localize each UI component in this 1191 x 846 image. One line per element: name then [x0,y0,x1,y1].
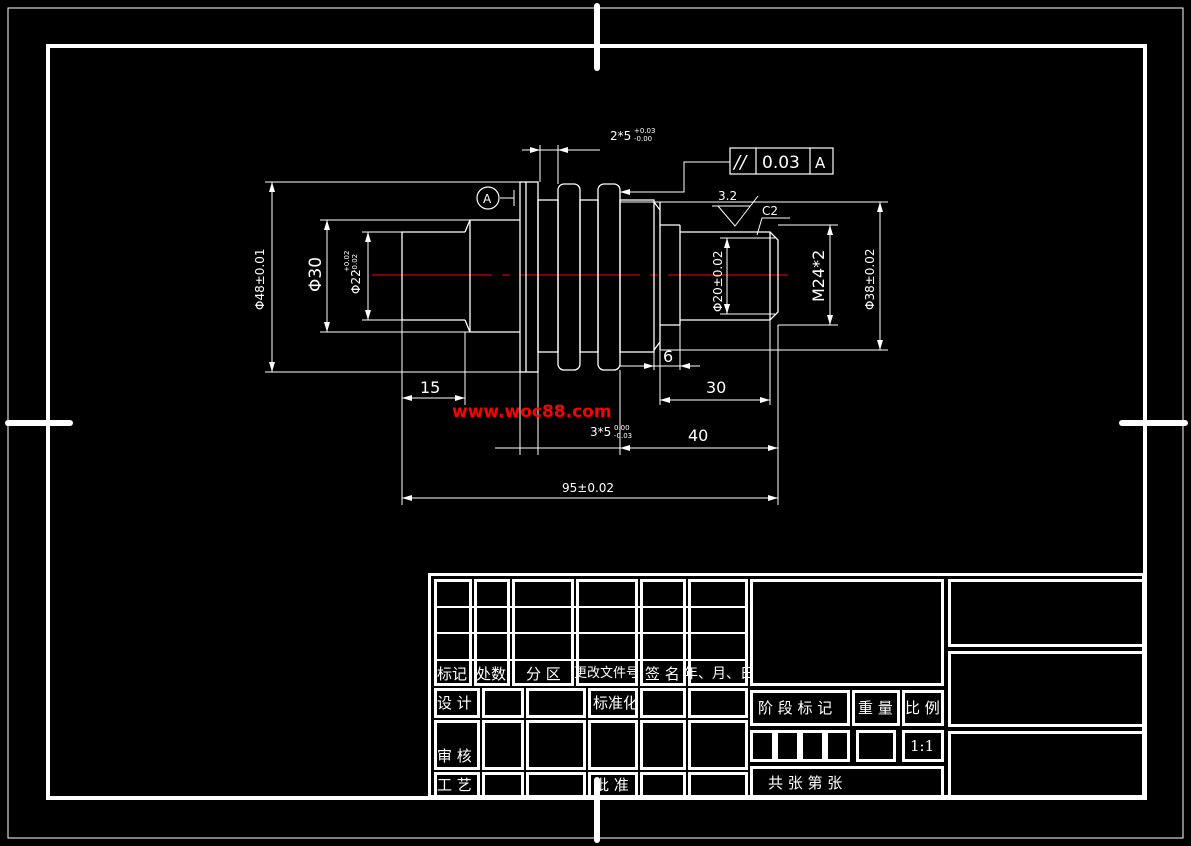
sign-cell [526,688,586,718]
sign-cell [434,720,480,770]
sign-cell [588,720,638,770]
label-date: 年、月、日 [684,666,754,682]
label-process: 工 艺 [437,776,472,794]
ratio-cell [902,690,944,726]
fcf-value: 0.03 [762,153,800,173]
dim-top-tol-up: +0.03 [634,127,655,135]
datum-circle [476,186,500,210]
label-weight: 重 量 [858,699,893,717]
sign-cell [482,772,524,798]
dim-len6: 6 [663,347,673,366]
fcf-symbol: // [732,152,748,173]
label-stage: 阶 段 标 记 [758,699,833,717]
sign-cell [688,772,748,798]
stage-cell [750,690,850,726]
stage-box [800,730,825,762]
sheets-cell [750,766,944,798]
company-cell [948,579,1145,647]
sign-cell [526,772,586,798]
fcf-ref: A [815,154,826,172]
feature-control-frame [729,147,834,175]
label-docno: 更改文件号 [574,666,640,681]
dim-d30: Φ30 [306,257,326,292]
sign-cell [482,688,524,718]
dim-d22: Φ22 [349,269,363,294]
watermark: www.woc88.com [452,402,612,422]
stage-box [825,730,850,762]
shaft-outline [401,181,779,373]
label-design: 设 计 [437,694,472,712]
title-cell [948,651,1145,727]
dim-top-tol: 2*5 [610,129,631,143]
dim-total: 95±0.02 [562,481,614,495]
sign-cell [526,720,586,770]
chamfer-label: C2 [762,204,778,218]
dim-len15: 15 [420,378,440,397]
sign-cell [688,720,748,770]
label-sign: 签 名 [645,665,680,683]
dim-grooves-up: 0.00 [614,424,630,432]
arrowheads [269,147,883,501]
stage-box [775,730,800,762]
label-mark: 标记 [437,665,468,683]
sign-cell [640,720,686,770]
sign-cell [688,688,748,718]
dim-top-tol-dn: -0.00 [634,135,652,143]
dim-d48: Φ48±0.01 [253,249,267,311]
ratio-value-cell [902,730,944,762]
roughness-label: 3.2 [718,189,737,203]
rev-row [434,606,748,609]
weight-value-cell [856,730,896,762]
sign-cell [434,772,480,798]
sign-cell [588,688,638,718]
dim-d20: Φ20±0.02 [711,251,725,313]
label-zone: 分 区 [526,665,561,683]
sign-cell [640,772,686,798]
label-count: 处数 [476,665,507,683]
label-approve: 批 准 [594,776,629,794]
rev-row [434,632,748,635]
label-sheets: 共 张 第 张 [768,774,843,792]
sign-cell [482,720,524,770]
rev-row [434,659,748,662]
sign-cell [640,688,686,718]
drawing-name-cell [750,579,944,686]
dim-m24: M24*2 [809,250,828,302]
stage-box [750,730,775,762]
dim-grooves-dn: -0.03 [614,432,632,440]
dimension-lines [265,145,888,505]
datum-label: A [483,192,492,206]
dim-d38: Φ38±0.02 [863,249,877,311]
label-standard: 标准化 [593,694,639,712]
dim-grooves: 3*5 [590,425,611,439]
ratio-value: 1:1 [910,737,935,755]
label-ratio: 比 例 [905,699,940,717]
label-review: 审 核 [437,747,472,765]
dim-d22-dn: -0.02 [351,254,359,272]
code-cell [948,731,1145,798]
dim-len40: 40 [688,426,708,445]
dim-len30: 30 [706,378,726,397]
sign-cell [434,688,480,718]
dim-d22-up: +0.02 [343,251,351,272]
weight-cell [852,690,900,726]
sign-cell [588,772,638,798]
